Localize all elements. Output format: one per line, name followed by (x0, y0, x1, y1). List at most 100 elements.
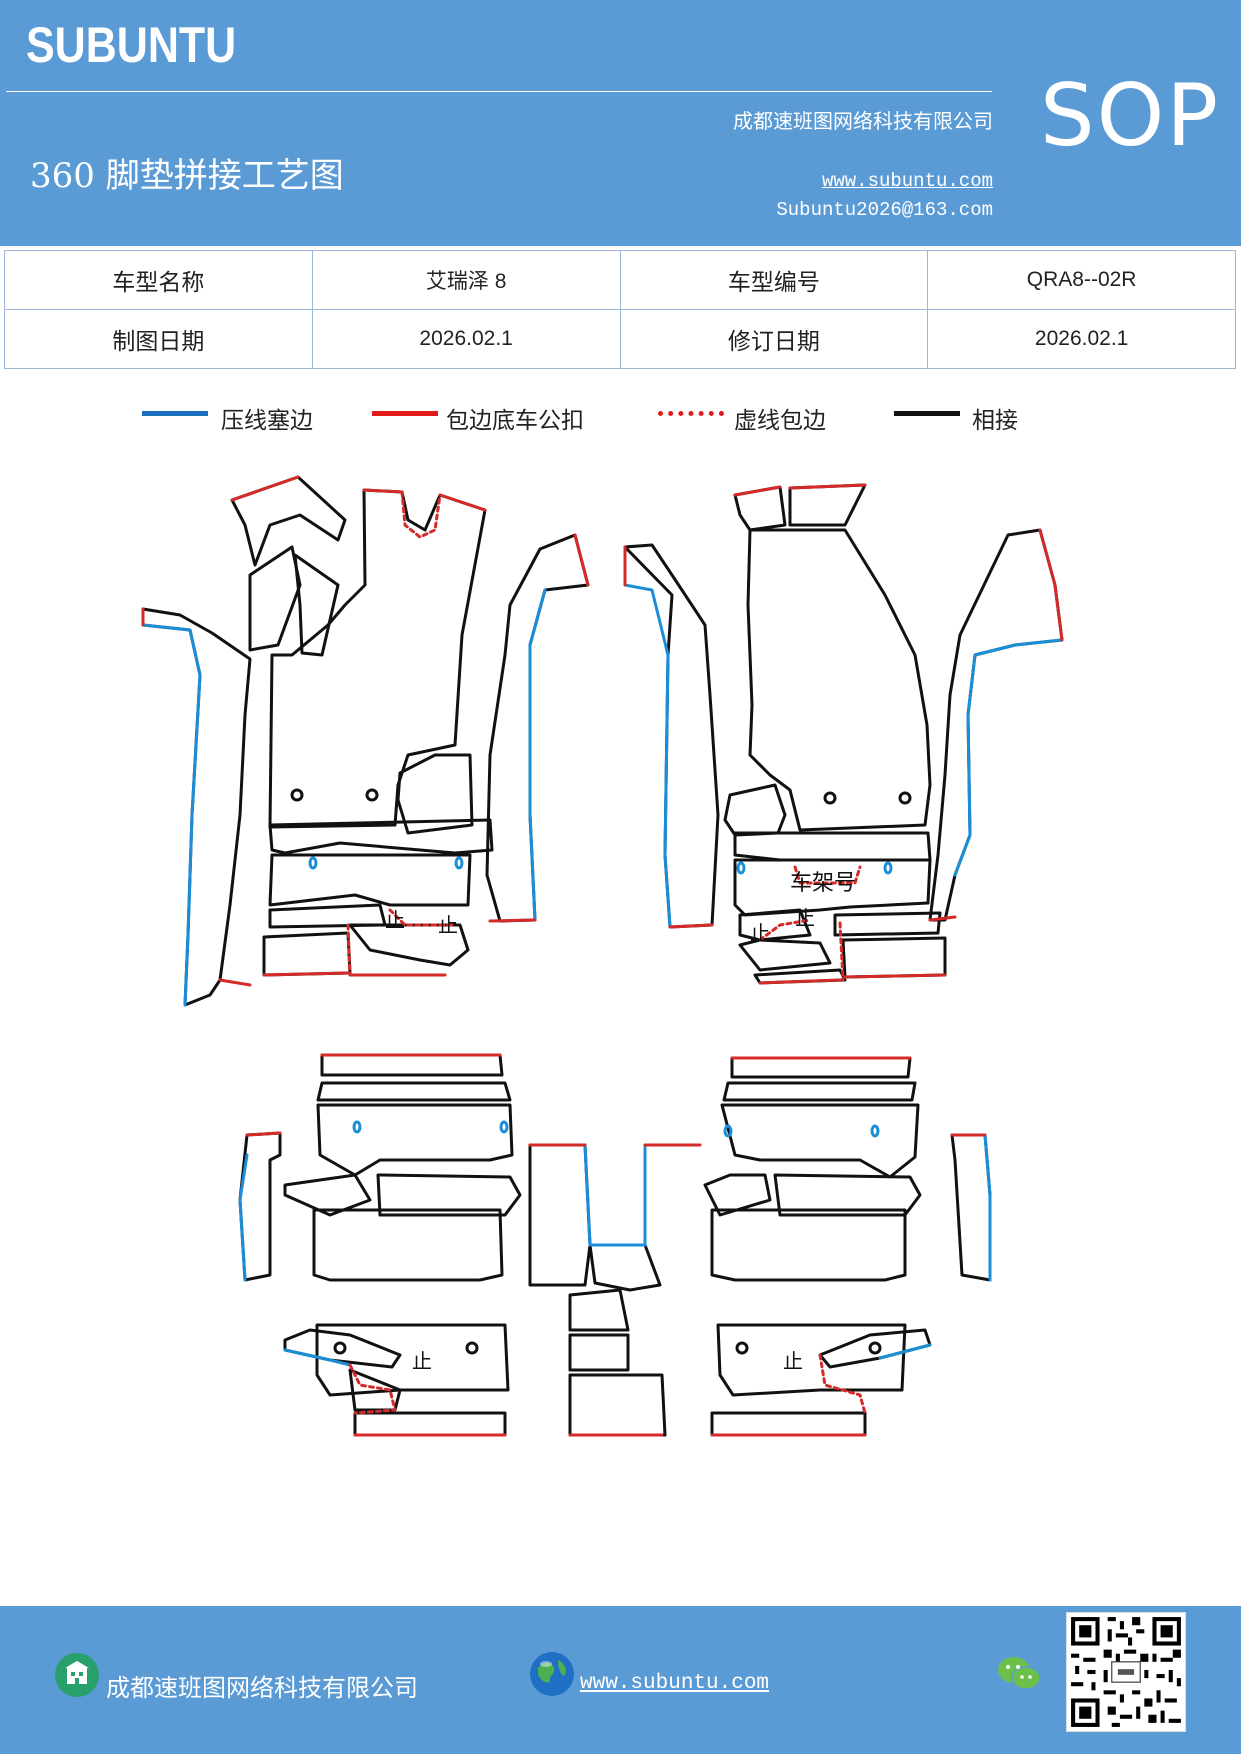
mat-piece (376, 1173, 522, 1217)
press-line (983, 1133, 992, 1282)
clip-hole (454, 856, 464, 870)
buckle-mark: 止 (438, 913, 458, 937)
footer-company-name: 成都速班图网络科技有限公司 (106, 1674, 418, 1702)
edge-line (733, 485, 782, 497)
mounting-hole (868, 1341, 882, 1355)
floor-mat-diagram: 车架号 止 止 止 止 止 止 (141, 475, 1064, 1437)
mat-piece (230, 475, 347, 567)
press-line (141, 623, 202, 1007)
mat-piece (568, 1288, 630, 1332)
press-line (528, 588, 547, 922)
press-line (283, 1348, 352, 1367)
mat-piece (710, 1411, 867, 1437)
press-line (878, 1343, 932, 1360)
dotted-edge-line (348, 1363, 397, 1415)
buckle-mark: 止 (412, 1349, 432, 1373)
dotted-edge-line (388, 908, 457, 927)
website-link[interactable]: www.subuntu.com (821, 170, 993, 192)
clip-hole (883, 861, 893, 875)
legend-swatch (894, 411, 960, 416)
edge-line (843, 973, 947, 979)
mat-piece (348, 923, 470, 967)
legend-label: 压线塞边 (221, 408, 313, 434)
mat-piece (248, 545, 302, 652)
clip-hole (870, 1124, 880, 1138)
legend-swatch (658, 411, 724, 416)
edge-line (262, 971, 350, 977)
clip-hole (352, 1120, 362, 1134)
mat-piece (568, 1333, 630, 1372)
mat-piece (738, 938, 832, 972)
mat-piece (528, 1143, 592, 1287)
mat-piece (723, 783, 787, 837)
mat-piece (283, 1328, 402, 1369)
edge-line (230, 475, 300, 502)
mat-piece (320, 1053, 504, 1077)
document-title: 360 脚垫拼接工艺图 (30, 156, 344, 196)
mat-piece (753, 968, 847, 985)
mat-piece (568, 1373, 667, 1437)
press-line (623, 583, 672, 929)
model-name-label: 车型名称 (4, 250, 313, 310)
mat-piece (738, 908, 812, 942)
draw-date-label: 制图日期 (4, 309, 313, 369)
edge-line (245, 1131, 282, 1137)
qr-code-pattern (1071, 1617, 1181, 1727)
header-banner: SUBUNTU 成都速班图网络科技有限公司 360 脚垫拼接工艺图 www.su… (0, 0, 1241, 246)
wechat-icon[interactable] (996, 1654, 1042, 1694)
mat-piece (733, 831, 932, 862)
mat-piece (746, 528, 932, 832)
edge-line (218, 978, 252, 987)
legend-label: 相接 (972, 408, 1018, 434)
model-code-value: QRA8--02R (927, 250, 1236, 310)
edge-line (362, 488, 404, 494)
buckle-mark: 止 (795, 906, 815, 930)
mat-piece (316, 1081, 512, 1102)
revision-date-label: 修订日期 (619, 309, 929, 369)
mat-piece (716, 1323, 907, 1397)
mat-piece (262, 931, 352, 977)
mat-piece (268, 853, 472, 907)
footer-website-link[interactable]: www.subuntu.com (580, 1672, 770, 1695)
qr-code[interactable] (1066, 1612, 1186, 1732)
brand-logo: SUBUNTU (26, 17, 237, 73)
mat-piece (588, 1243, 662, 1292)
building-icon (55, 1653, 99, 1697)
header-divider (6, 91, 992, 92)
edge-line (668, 923, 714, 929)
mounting-hole (290, 788, 304, 802)
vehicle-info-table: 车型名称 艾瑞泽 8 车型编号 QRA8--02R 制图日期 2026.02.1… (4, 250, 1236, 369)
clip-hole (723, 1124, 733, 1138)
mat-piece (710, 1208, 907, 1282)
edge-line (788, 483, 867, 490)
legend-label: 虚线包边 (734, 408, 826, 434)
press-line (583, 1143, 592, 1247)
mat-piece (396, 753, 474, 835)
mat-piece (316, 1103, 514, 1177)
mat-piece (788, 483, 867, 527)
dotted-edge-line (818, 1353, 867, 1415)
footer-banner: 成都速班图网络科技有限公司 www.subuntu.com (0, 1606, 1241, 1754)
mat-piece (722, 1081, 917, 1102)
edge-line (573, 533, 590, 587)
company-name: 成都速班图网络科技有限公司 (733, 109, 993, 133)
mounting-hole (465, 1341, 479, 1355)
mounting-hole (735, 1341, 749, 1355)
dotted-edge-line (838, 921, 845, 982)
edge-line (488, 918, 537, 923)
table-row: 制图日期 2026.02.1 修订日期 2026.02.1 (4, 309, 1236, 369)
legend-label: 包边底车公扣 (446, 408, 584, 434)
mat-piece (928, 528, 1064, 922)
mounting-hole (333, 1341, 347, 1355)
mat-piece (353, 1411, 507, 1437)
clip-hole (308, 856, 318, 870)
mat-piece (623, 543, 720, 929)
mat-piece (733, 858, 932, 917)
email-address: Subuntu2026@163.com (776, 199, 993, 221)
legend-swatch (142, 411, 208, 416)
mat-piece (720, 1103, 920, 1179)
dotted-edge-line (346, 923, 352, 977)
legend-swatch (372, 411, 438, 416)
mounting-hole (823, 791, 837, 805)
edge-line (928, 915, 957, 922)
